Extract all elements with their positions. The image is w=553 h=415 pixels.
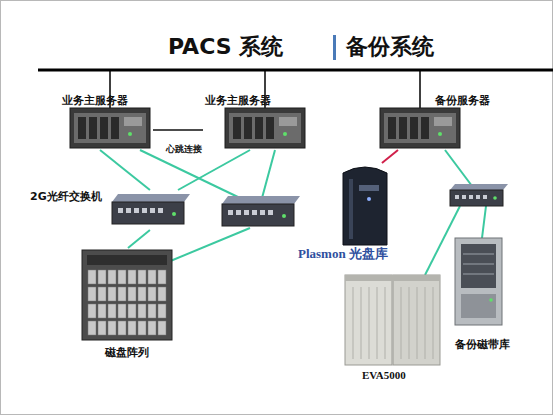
node-label: 备份服务器: [435, 94, 490, 107]
disk-array-icon: [82, 250, 172, 340]
connector: [100, 150, 150, 190]
server-node: 备份服务器: [378, 92, 503, 150]
storage-node: EVA5000: [340, 273, 445, 385]
node-label: 业务主服务器: [205, 94, 271, 107]
title: PACS 系统: [168, 34, 283, 60]
node-label: EVA5000: [362, 369, 406, 382]
switch-node: 2G光纤交换机: [28, 190, 193, 230]
bus-drop: [419, 70, 421, 108]
section-heading: 备份系统: [346, 34, 434, 60]
switch-icon: [450, 184, 508, 206]
server-node: 业务主服务器: [203, 92, 308, 150]
server-node: 业务主服务器: [58, 92, 153, 150]
node-label: 磁盘阵列: [105, 346, 149, 359]
connector: [128, 230, 150, 248]
switch-icon: [112, 194, 190, 224]
switch-icon: [222, 196, 300, 226]
server-icon: [380, 108, 460, 148]
node-label: 2G光纤交换机: [30, 190, 102, 203]
disk-array-node: 磁盘阵列: [80, 248, 175, 364]
server-icon: [70, 108, 150, 148]
title-separator: [333, 35, 336, 60]
connector: [382, 150, 398, 163]
optical-library-node: Plasmon 光盘库: [296, 163, 432, 263]
storage-cabinet-icon: [345, 275, 440, 365]
connector: [178, 150, 250, 190]
edge-label: 心跳连接: [166, 144, 202, 155]
optical-library-icon: [343, 167, 387, 245]
tape-library-icon: [455, 238, 502, 325]
tape-library-node: 备份磁带库: [450, 236, 520, 354]
node-label: Plasmon 光盘库: [298, 247, 388, 260]
server-icon: [225, 108, 305, 148]
node-label: 备份磁带库: [455, 338, 510, 351]
node-label: 业务主服务器: [62, 94, 128, 107]
network-bus: [38, 69, 553, 72]
fibre-wires: [140, 150, 486, 275]
connector: [153, 129, 203, 131]
